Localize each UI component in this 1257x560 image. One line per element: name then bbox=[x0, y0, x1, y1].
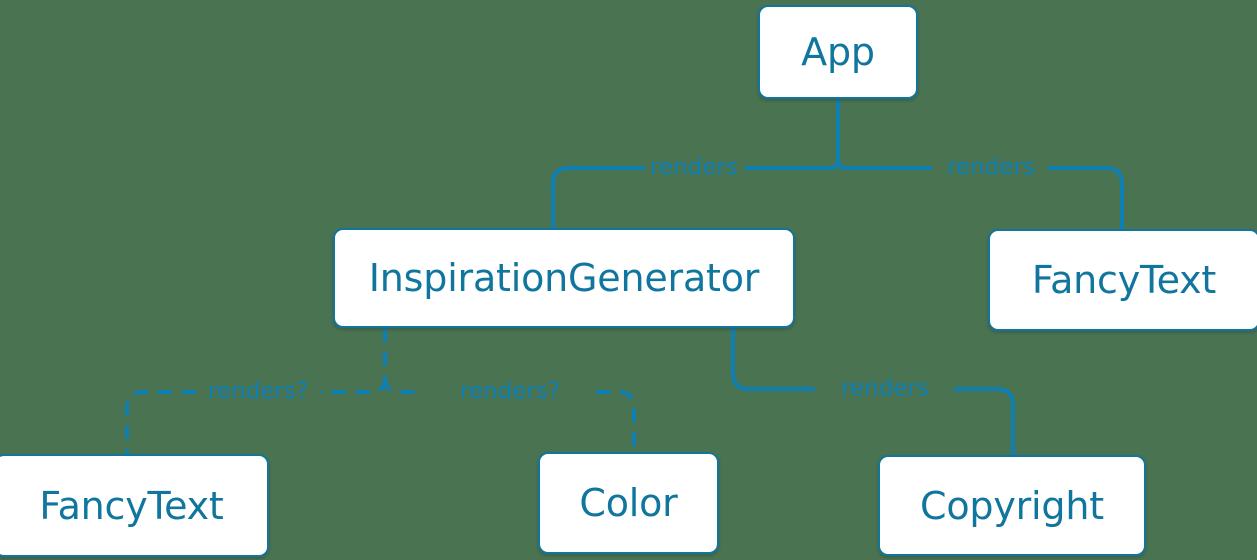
node-app-label: App bbox=[801, 30, 875, 74]
edge-label-inspirationgenerator-to-color: renders? bbox=[459, 378, 561, 405]
edge-label-app-to-inspirationgenerator: renders bbox=[650, 154, 738, 181]
edge-inspirationgenerator-to-color bbox=[383, 377, 636, 452]
edge-label-app-to-fancytext: renders bbox=[947, 154, 1035, 181]
edge-label-inspirationgenerator-to-fancytext: renders? bbox=[207, 378, 309, 405]
node-fancytext-right[interactable]: FancyText bbox=[988, 229, 1257, 331]
node-app[interactable]: App bbox=[758, 5, 918, 99]
edge-label-inspirationgenerator-to-copyright: renders bbox=[841, 375, 929, 402]
node-copyright-label: Copyright bbox=[920, 483, 1104, 528]
node-color[interactable]: Color bbox=[538, 452, 719, 554]
edge-app-to-inspirationgenerator bbox=[551, 159, 840, 228]
node-fancytext-bottom[interactable]: FancyText bbox=[0, 454, 269, 557]
node-copyright[interactable]: Copyright bbox=[878, 455, 1146, 556]
node-fancytext-right-label: FancyText bbox=[1031, 258, 1217, 302]
node-color-label: Color bbox=[579, 481, 678, 525]
edge-app-trunk bbox=[836, 99, 847, 170]
node-inspirationgenerator-label: InspirationGenerator bbox=[368, 256, 760, 300]
edge-inspirationgenerator-to-copyright bbox=[731, 328, 1015, 455]
node-fancytext-bottom-label: FancyText bbox=[39, 483, 224, 528]
node-inspirationgenerator[interactable]: InspirationGenerator bbox=[333, 228, 795, 328]
edge-app-to-fancytext bbox=[846, 166, 1124, 229]
